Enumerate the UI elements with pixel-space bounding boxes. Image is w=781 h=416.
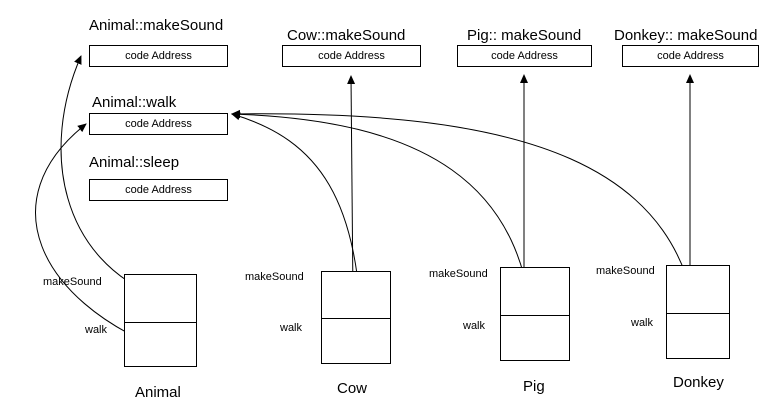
vtable-divider bbox=[125, 322, 196, 323]
vtable-animal bbox=[124, 274, 197, 367]
arrow-animal-makesound bbox=[60, 55, 162, 299]
code-box-animal-sleep: code Address bbox=[89, 179, 228, 201]
vtable-donkey bbox=[666, 265, 730, 359]
arrow-animal-walk bbox=[35, 123, 161, 349]
code-box-pig-makesound: code Address bbox=[457, 45, 592, 67]
code-box-donkey-makesound: code Address bbox=[622, 45, 759, 67]
slot-label-animal-walk: walk bbox=[85, 324, 108, 336]
slot-label-cow-makesound: makeSound bbox=[245, 271, 304, 283]
slot-label-donkey-makesound: makeSound bbox=[596, 265, 655, 277]
func-name-animal-sleep: Animal::sleep bbox=[89, 154, 180, 171]
vtable-pig bbox=[500, 267, 570, 361]
object-label-animal: Animal bbox=[135, 384, 181, 401]
code-box-animal-walk: code Address bbox=[89, 113, 228, 135]
func-name-animal-walk: Animal::walk bbox=[92, 94, 177, 111]
arrow-donkey-walk bbox=[231, 109, 700, 346]
slot-label-pig-makesound: makeSound bbox=[429, 268, 488, 280]
slot-label-cow-walk: walk bbox=[280, 322, 303, 334]
code-box-animal-makesound: code Address bbox=[89, 45, 228, 67]
func-name-donkey-makesound: Donkey:: makeSound bbox=[614, 27, 758, 44]
object-label-pig: Pig bbox=[523, 378, 545, 395]
func-name-cow-makesound: Cow::makeSound bbox=[287, 27, 406, 44]
func-name-animal-makesound: Animal::makeSound bbox=[89, 17, 224, 34]
arrow-cow-makesound bbox=[347, 75, 356, 299]
vtable-divider bbox=[322, 318, 390, 319]
slot-label-animal-makesound: makeSound bbox=[43, 276, 102, 288]
vtable-cow bbox=[321, 271, 391, 364]
slot-label-donkey-walk: walk bbox=[631, 317, 654, 329]
object-label-cow: Cow bbox=[337, 380, 368, 397]
func-name-pig-makesound: Pig:: makeSound bbox=[467, 27, 582, 44]
vtable-divider bbox=[667, 313, 729, 314]
slot-label-pig-walk: walk bbox=[463, 320, 486, 332]
vtable-divider bbox=[501, 315, 569, 316]
code-box-cow-makesound: code Address bbox=[282, 45, 421, 67]
object-label-donkey: Donkey bbox=[673, 374, 724, 391]
